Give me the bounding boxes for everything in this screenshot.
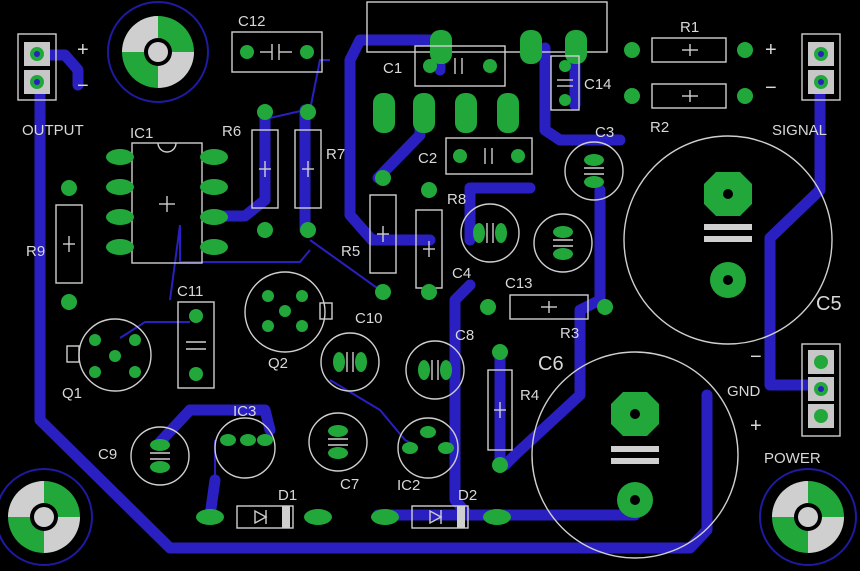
label-c8: C8 xyxy=(455,327,474,344)
label-q1: Q1 xyxy=(62,385,82,402)
resistor-r7 xyxy=(294,104,322,238)
label-r8: R8 xyxy=(447,191,466,208)
label-output-plus: + xyxy=(77,39,89,61)
label-d2: D2 xyxy=(458,487,477,504)
capacitor-c1 xyxy=(414,45,506,87)
resistor-r6 xyxy=(251,104,279,238)
transistor-q1 xyxy=(66,318,152,392)
label-r5: R5 xyxy=(341,243,360,260)
resistor-r3 xyxy=(480,294,613,320)
label-d1: D1 xyxy=(278,487,297,504)
label-r1: R1 xyxy=(680,19,699,36)
mounting-hole-top xyxy=(107,1,209,103)
resistor-r5 xyxy=(369,170,397,300)
regulator-ic3 xyxy=(214,417,276,479)
label-power-minus: − xyxy=(750,346,762,368)
mounting-hole-bottom-right xyxy=(759,468,857,566)
capacitor-c14 xyxy=(550,55,580,111)
labels: OUTPUT + − SIGNAL + − GND POWER − + IC1 … xyxy=(22,13,842,504)
label-ic3: IC3 xyxy=(233,403,256,420)
label-signal-minus: − xyxy=(765,77,777,99)
label-c3: C3 xyxy=(595,124,614,141)
label-c13: C13 xyxy=(505,275,533,292)
label-c14: C14 xyxy=(584,76,612,93)
regulator-ic2 xyxy=(397,417,459,479)
capacitor-c12 xyxy=(231,31,323,73)
label-output: OUTPUT xyxy=(22,122,84,139)
diode-d2 xyxy=(371,505,511,529)
label-c10: C10 xyxy=(355,310,383,327)
capacitor-c5 xyxy=(623,135,833,345)
connector-signal xyxy=(801,33,841,101)
label-c4: C4 xyxy=(452,265,471,282)
connector-output xyxy=(17,33,57,101)
resistor-r2 xyxy=(624,83,753,109)
capacitor-c6 xyxy=(531,351,739,559)
label-c11: C11 xyxy=(177,283,203,300)
label-c1: C1 xyxy=(383,60,402,77)
resistor-r9 xyxy=(55,180,83,310)
label-gnd: GND xyxy=(727,383,761,400)
mounting-hole-bottom-left xyxy=(0,468,93,566)
label-signal-plus: + xyxy=(765,39,777,61)
label-ic1: IC1 xyxy=(130,125,153,142)
label-r4: R4 xyxy=(520,387,539,404)
label-q2: Q2 xyxy=(268,355,288,372)
resistor-r1 xyxy=(624,37,753,63)
label-signal: SIGNAL xyxy=(772,122,827,139)
label-r6: R6 xyxy=(222,123,241,140)
transistor-q2 xyxy=(244,271,333,353)
small-electrolytic-caps xyxy=(130,141,624,486)
label-ic2: IC2 xyxy=(397,477,420,494)
label-c7: C7 xyxy=(340,476,359,493)
transistor-pads-top xyxy=(366,1,608,133)
resistor-r4 xyxy=(487,344,513,473)
resistor-r8 xyxy=(415,182,443,300)
capacitor-c11 xyxy=(177,301,215,389)
label-r7: R7 xyxy=(326,146,345,163)
label-c5: C5 xyxy=(816,293,842,315)
label-c12: C12 xyxy=(238,13,266,30)
label-output-minus: − xyxy=(77,75,89,97)
label-c6: C6 xyxy=(538,353,564,375)
label-power: POWER xyxy=(764,450,821,467)
connector-power xyxy=(801,343,841,437)
ic1-chip xyxy=(106,142,228,264)
diode-d1 xyxy=(196,505,332,529)
label-r2: R2 xyxy=(650,119,669,136)
label-power-plus: + xyxy=(750,415,762,437)
label-r3: R3 xyxy=(560,325,579,342)
label-r9: R9 xyxy=(26,243,45,260)
label-c9: C9 xyxy=(98,446,117,463)
label-c2: C2 xyxy=(418,150,437,167)
capacitor-c2 xyxy=(445,137,533,175)
